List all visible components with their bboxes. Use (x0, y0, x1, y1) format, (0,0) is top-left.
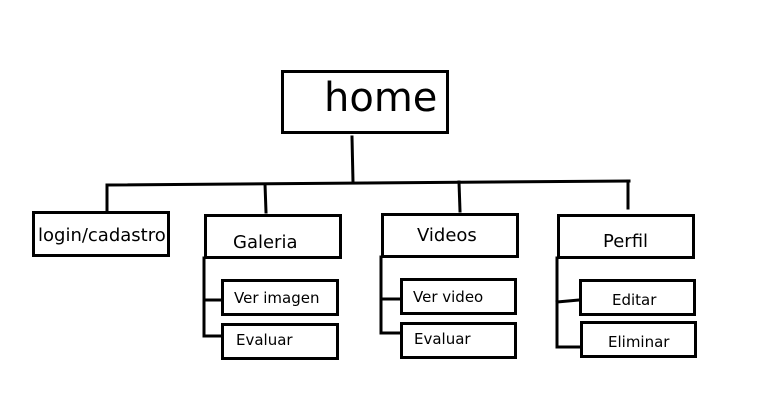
eliminar-label: Eliminar (608, 333, 670, 351)
ver-imagen-label: Ver imagen (234, 289, 320, 307)
editar-node: Editar (579, 279, 696, 316)
galeria-evaluar-label: Evaluar (236, 331, 293, 349)
login-cadastro-label: login/cadastro (38, 225, 166, 246)
home-label: home (324, 75, 438, 121)
galeria-evaluar-node: Evaluar (221, 323, 339, 360)
galeria-tree (202, 256, 223, 338)
ver-imagen-node: Ver imagen (221, 279, 339, 316)
perfil-tree (555, 256, 582, 349)
videos-evaluar-label: Evaluar (414, 330, 471, 348)
galeria-label: Galeria (233, 232, 298, 253)
perfil-label: Perfil (603, 231, 649, 252)
galeria-stem (263, 182, 268, 214)
videos-evaluar-node: Evaluar (400, 322, 517, 359)
home-node: home (281, 70, 449, 134)
videos-stem (457, 180, 462, 213)
videos-tree (379, 255, 402, 335)
perfil-node: Perfil (557, 214, 695, 259)
login-cadastro-node: login/cadastro (32, 211, 170, 257)
ver-video-label: Ver video (413, 288, 484, 306)
videos-label: Videos (417, 225, 477, 246)
editar-label: Editar (612, 291, 657, 309)
ver-video-node: Ver video (400, 278, 517, 315)
galeria-node: Galeria (204, 214, 342, 259)
eliminar-node: Eliminar (580, 321, 697, 358)
root-stem (350, 135, 355, 184)
branch-bar (105, 179, 631, 187)
videos-node: Videos (381, 213, 519, 258)
